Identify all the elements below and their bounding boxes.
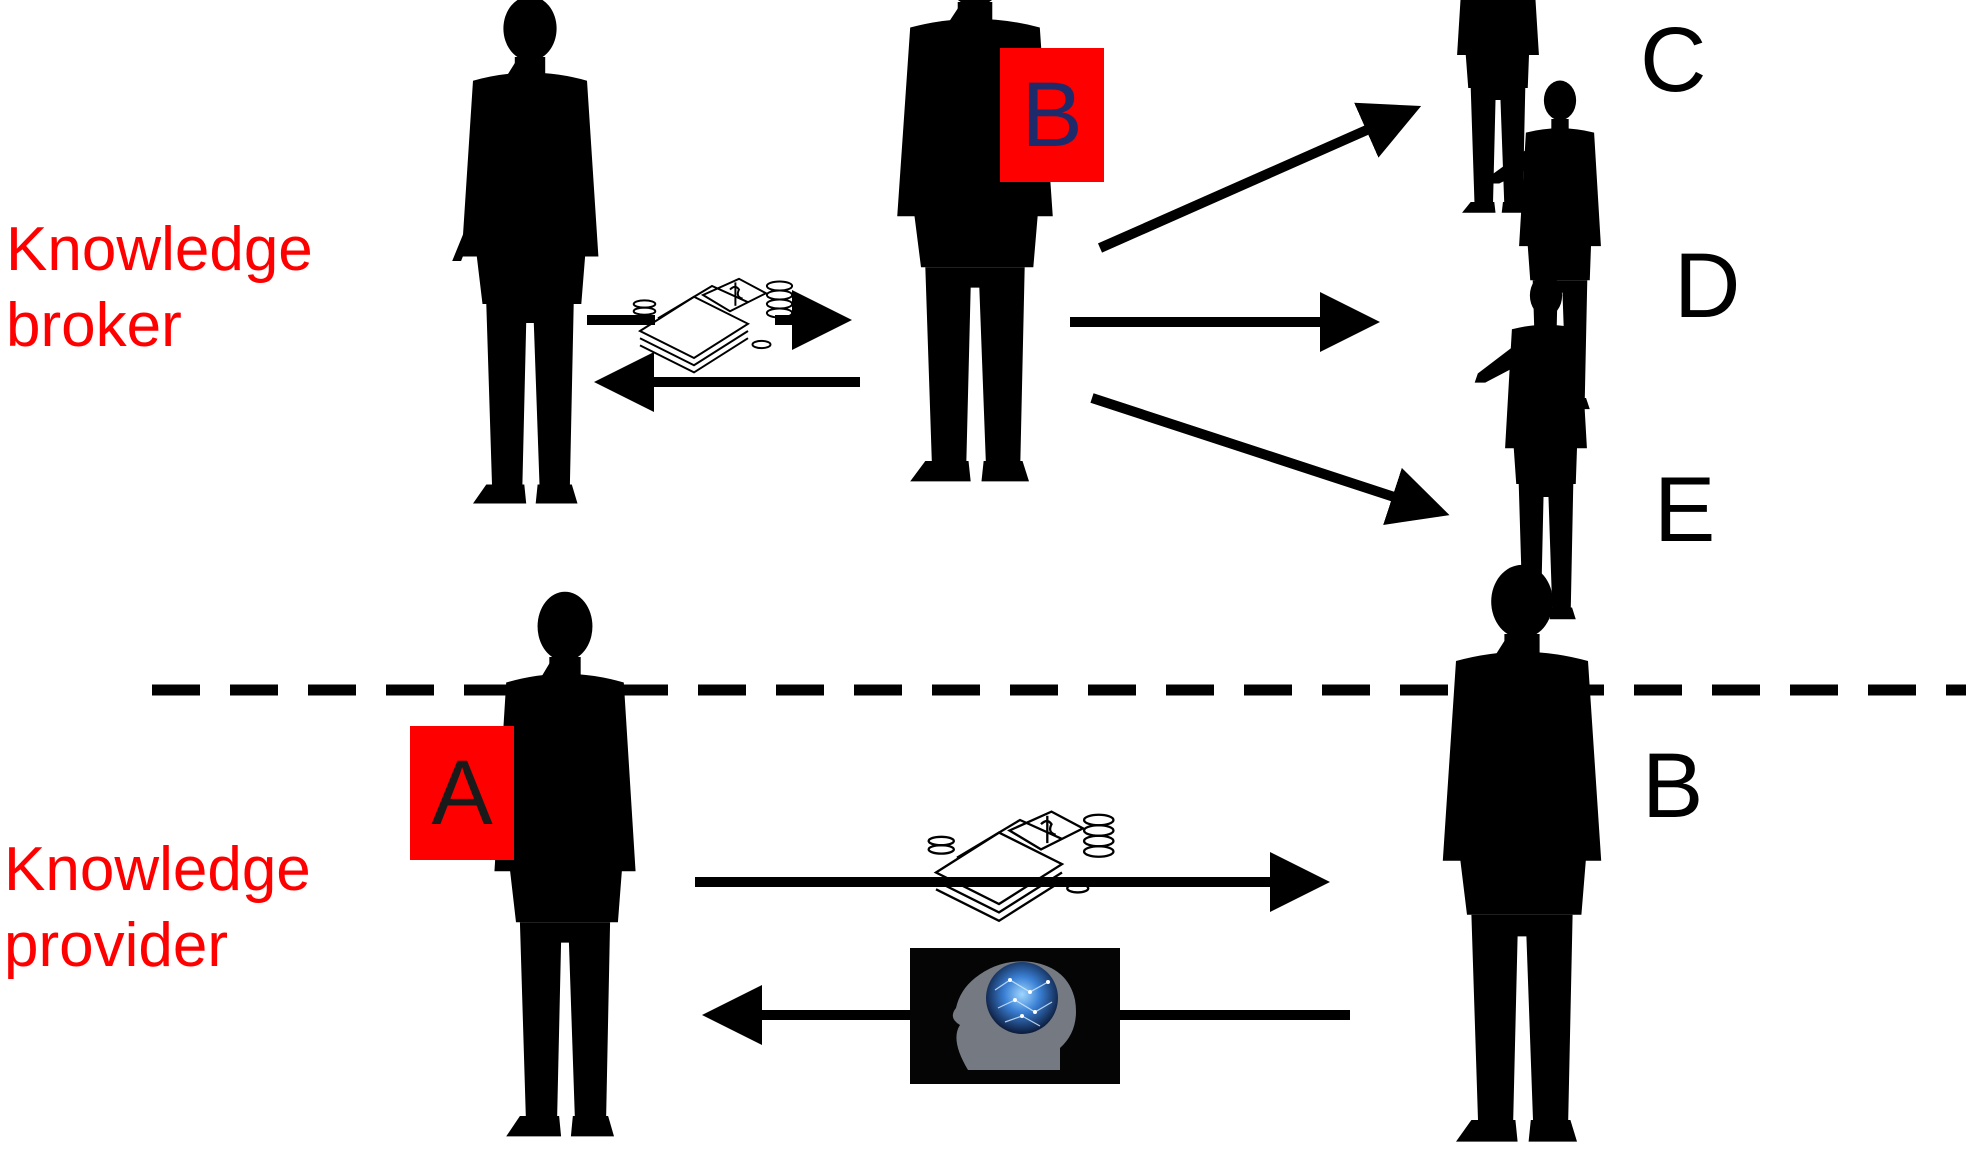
broker-letter-e: E bbox=[1654, 459, 1716, 561]
money-icon bbox=[927, 810, 1115, 922]
broker-arrow-b-to-e bbox=[1090, 393, 1450, 525]
provider-person-b-icon bbox=[1442, 564, 1602, 1142]
broker-section-label: Knowledge broker bbox=[6, 212, 313, 364]
provider-letter-b: B bbox=[1642, 735, 1704, 837]
broker-letter-c: C bbox=[1640, 9, 1707, 111]
provider-person-a-icon bbox=[494, 591, 636, 1137]
provider-label-line2: provider bbox=[4, 911, 228, 980]
broker-letter-d: D bbox=[1674, 235, 1741, 337]
broker-highlight-badge: B bbox=[1000, 48, 1104, 182]
provider-label-line1: Knowledge bbox=[4, 835, 311, 904]
broker-letter-b: B bbox=[1021, 64, 1083, 166]
provider-highlight-badge: A bbox=[410, 726, 514, 860]
provider-section-label: Knowledge provider bbox=[4, 832, 311, 984]
broker-label-line1: Knowledge bbox=[6, 215, 313, 284]
broker-arrow-b-to-c bbox=[1097, 102, 1422, 253]
brain-image-icon bbox=[910, 948, 1120, 1084]
provider-letter-a: A bbox=[431, 742, 493, 844]
broker-letter-a: A bbox=[452, 179, 514, 281]
broker-person-c-icon bbox=[1426, 0, 1539, 213]
broker-label-line2: broker bbox=[6, 291, 182, 360]
